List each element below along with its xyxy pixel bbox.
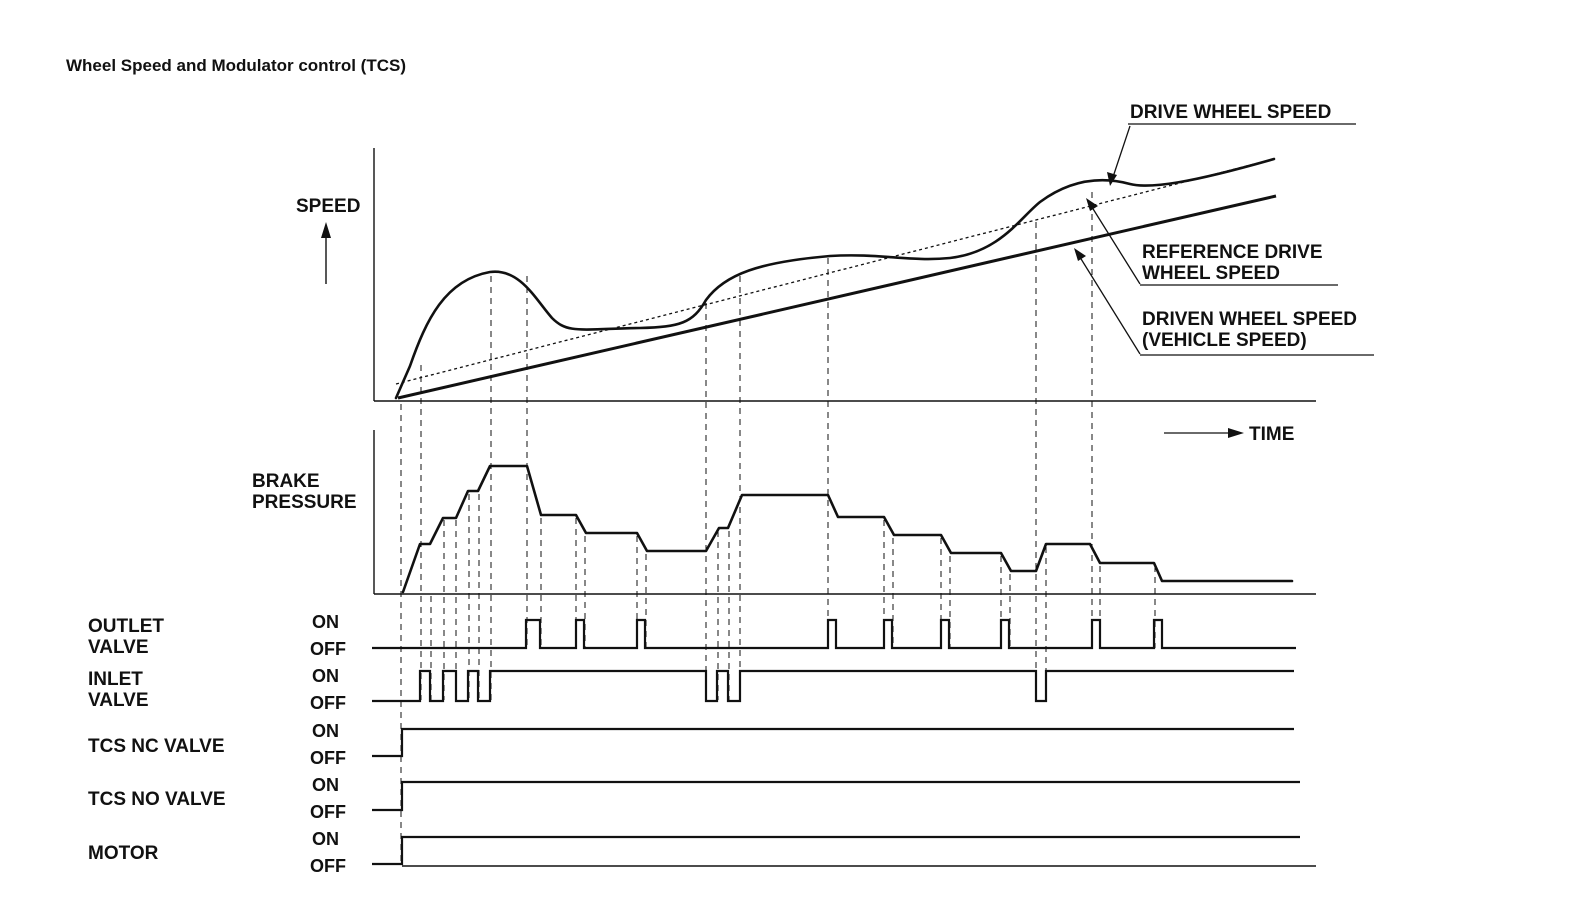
driven-wheel-speed-label-line2: (VEHICLE SPEED): [1142, 330, 1307, 351]
tcs-no-valve-off-label: OFF: [310, 802, 346, 822]
brake-pressure-label-line1: BRAKE: [252, 471, 320, 492]
signal-motor: MOTOR ON OFF: [88, 829, 1316, 876]
motor-on-label: ON: [312, 829, 339, 849]
tcs-no-valve-trace: [372, 780, 1300, 812]
timing-guide-lines: [400, 192, 1156, 866]
reference-drive-wheel-speed-line: [395, 158, 1275, 385]
inlet-valve-label-line1: INLET: [88, 669, 143, 690]
signal-outlet-valve: OUTLET VALVE ON OFF: [88, 612, 1296, 659]
outlet-valve-trace: [372, 618, 1296, 650]
drive-wheel-speed-curve: [394, 157, 1276, 400]
brake-pressure-label-line2: PRESSURE: [252, 492, 357, 513]
tcs-no-valve-on-label: ON: [312, 775, 339, 795]
tcs-nc-valve-trace: [372, 727, 1294, 758]
outlet-valve-off-label: OFF: [310, 639, 346, 659]
outlet-valve-on-label: ON: [312, 612, 339, 632]
speed-axis-label: SPEED: [296, 196, 360, 217]
tcs-nc-valve-label: TCS NC VALVE: [88, 736, 225, 757]
motor-trace: [372, 835, 1300, 866]
reference-drive-wheel-speed-callout: REFERENCE DRIVE WHEEL SPEED: [1086, 198, 1338, 286]
outlet-valve-label-line2: VALVE: [88, 637, 149, 658]
inlet-valve-off-label: OFF: [310, 693, 346, 713]
drive-wheel-speed-label: DRIVE WHEEL SPEED: [1130, 102, 1331, 123]
outlet-valve-label-line1: OUTLET: [88, 616, 164, 637]
driven-wheel-speed-label-line1: DRIVEN WHEEL SPEED: [1142, 309, 1357, 330]
time-label: TIME: [1249, 424, 1294, 445]
speed-chart: SPEED DRIVE WHEEL SPEED REFERENCE DRIVE …: [296, 102, 1374, 445]
signal-tcs-no-valve: TCS NO VALVE ON OFF: [88, 775, 1300, 822]
drive-wheel-speed-callout: DRIVE WHEEL SPEED: [1107, 102, 1356, 186]
speed-up-arrow-icon: [321, 222, 331, 284]
brake-pressure-chart: BRAKE PRESSURE: [252, 430, 1316, 595]
signal-inlet-valve: INLET VALVE ON OFF: [88, 666, 1294, 713]
inlet-valve-on-label: ON: [312, 666, 339, 686]
tcs-nc-valve-off-label: OFF: [310, 748, 346, 768]
time-arrow-icon: [1164, 428, 1244, 438]
motor-label: MOTOR: [88, 843, 159, 864]
tcs-no-valve-label: TCS NO VALVE: [88, 789, 226, 810]
diagram-title: Wheel Speed and Modulator control (TCS): [66, 56, 406, 75]
reference-drive-wheel-speed-label-line2: WHEEL SPEED: [1142, 263, 1280, 284]
reference-drive-wheel-speed-label-line1: REFERENCE DRIVE: [1142, 242, 1323, 263]
inlet-valve-label-line2: VALVE: [88, 690, 149, 711]
tcs-nc-valve-on-label: ON: [312, 721, 339, 741]
motor-off-label: OFF: [310, 856, 346, 876]
driven-wheel-speed-callout: DRIVEN WHEEL SPEED (VEHICLE SPEED): [1074, 248, 1374, 356]
inlet-valve-trace: [372, 669, 1294, 703]
signal-tcs-nc-valve: TCS NC VALVE ON OFF: [88, 721, 1294, 768]
brake-pressure-curve: [401, 464, 1294, 594]
driven-wheel-speed-line: [397, 194, 1277, 400]
